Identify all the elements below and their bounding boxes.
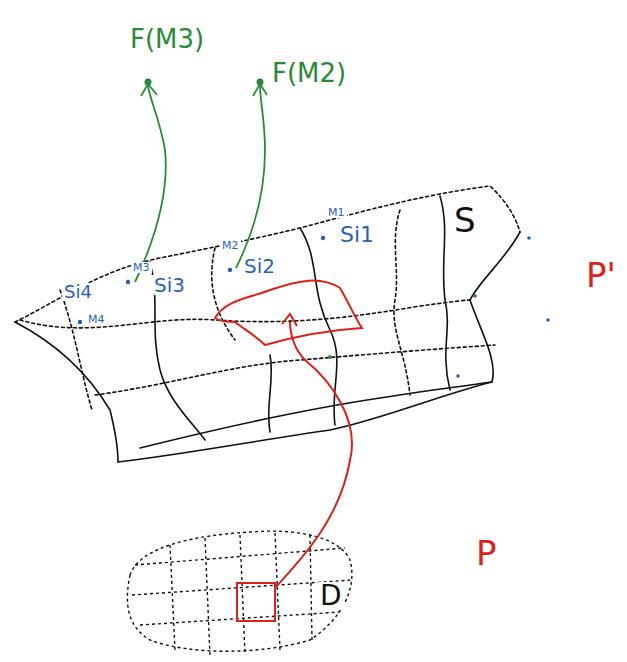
domain-label: D	[318, 582, 344, 610]
region-label: P	[474, 536, 499, 570]
point-label: M3	[131, 262, 152, 273]
point-label: M1	[326, 207, 347, 218]
image-label: F(M2)	[270, 60, 348, 86]
surface-label: S	[452, 203, 478, 237]
region-label: P'	[584, 258, 618, 292]
point-label: M4	[86, 314, 107, 325]
point-label: M2	[220, 240, 241, 251]
image-label: F(M3)	[128, 26, 206, 52]
patch-label: Si4	[62, 283, 94, 301]
patch-label: Si3	[152, 275, 187, 295]
patch-label: Si1	[338, 224, 376, 246]
patch-label: Si2	[242, 256, 277, 276]
